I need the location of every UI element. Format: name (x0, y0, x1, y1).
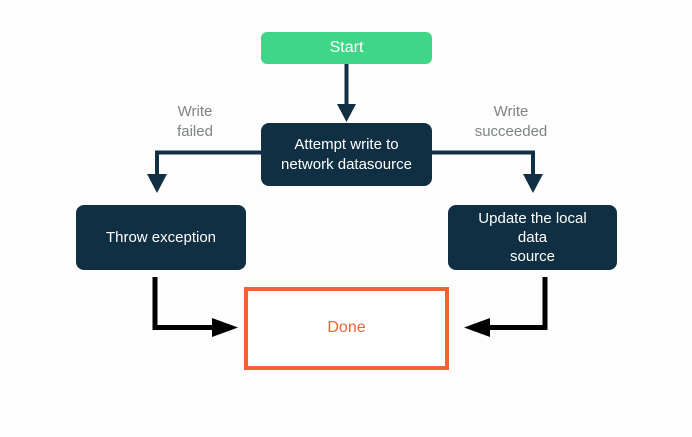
edge-start-to-attempt (337, 64, 356, 122)
edge-label-write-failed: Write failed (177, 103, 213, 140)
edge-throw-to-done (152, 277, 238, 337)
edge-attempt-to-throw (147, 150, 262, 193)
edge-label-write-succeeded: Write succeeded (474, 103, 548, 140)
edge-update-to-done (464, 277, 548, 337)
node-done[interactable]: Done (244, 287, 449, 370)
node-update-local-data-source[interactable]: Update the local data source (448, 205, 617, 270)
node-throw-exception[interactable]: Throw exception (76, 205, 246, 270)
node-start[interactable]: Start (261, 32, 432, 64)
node-attempt-write-to-network-datasource[interactable]: Attempt write to network datasource (261, 123, 432, 186)
edge-attempt-to-update (431, 150, 543, 193)
